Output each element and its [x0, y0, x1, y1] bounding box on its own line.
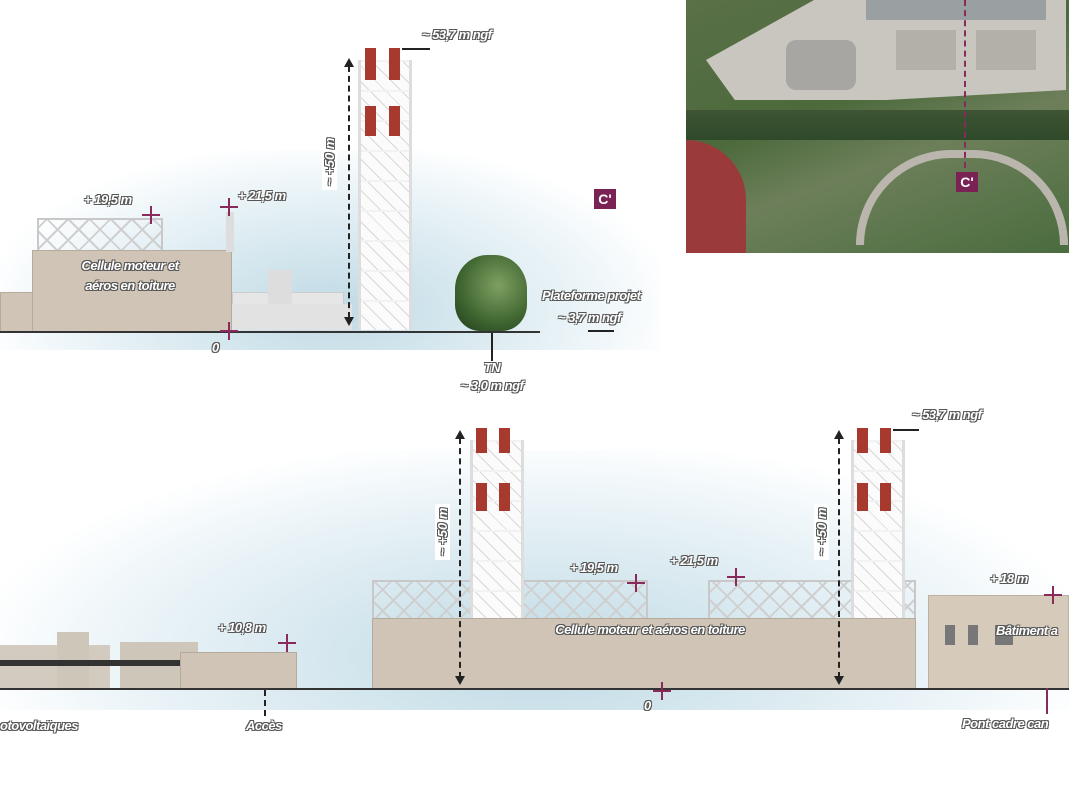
zero-label: 0 — [212, 340, 219, 355]
flue-red-band — [365, 48, 376, 80]
small-building-level-label: + 10,8 m — [218, 620, 266, 635]
roof-level-label: + 19,5 m — [570, 560, 618, 575]
stack-height-label-right: ~ +50 m — [814, 503, 829, 560]
ground-line — [0, 331, 540, 333]
platform-label: Plateforme projet — [542, 288, 641, 303]
equipment — [232, 304, 352, 330]
building-roofs — [866, 0, 1046, 20]
arrow-down-icon — [455, 676, 465, 685]
zero-marker — [220, 322, 238, 340]
pv-label: otovoltaïques — [0, 718, 79, 733]
building-label: Cellule moteur et aéros en toiture — [555, 622, 745, 637]
stack-height-label-left: ~ +50 m — [435, 503, 450, 560]
flue-red-band — [880, 483, 891, 511]
section-marker-badge: C' — [594, 189, 616, 209]
flue-red-band — [389, 48, 400, 80]
roof-level-label: + 19,5 m — [84, 192, 132, 207]
tree — [455, 255, 527, 331]
tank — [0, 645, 110, 688]
bridge-label: Pont cadre can — [962, 716, 1049, 731]
section-marker-badge: C' — [956, 172, 978, 192]
level-tick — [893, 429, 919, 431]
height-dimension-line — [459, 438, 461, 678]
window — [945, 625, 955, 645]
aerial-photo: C' — [686, 0, 1069, 253]
engine-block — [976, 30, 1036, 70]
stack-top-label: ~ 53,7 m ngf — [912, 407, 982, 422]
tank-area — [786, 40, 856, 90]
right-building-label: Bâtiment a — [996, 623, 1058, 638]
chimney-level-label: + 21,5 m — [238, 188, 286, 203]
annex-building — [0, 292, 36, 332]
chimney — [470, 440, 524, 620]
exhaust-pipe — [226, 212, 234, 252]
ground-line — [0, 688, 1069, 690]
small-building — [180, 652, 297, 690]
zero-marker — [653, 682, 671, 700]
tn-level-label: ~ 3,0 m ngf — [460, 378, 524, 393]
height-dimension-line — [838, 438, 840, 678]
flue-red-band — [857, 483, 868, 511]
chimney-level-label: + 21,5 m — [670, 553, 718, 568]
flue-red-band — [499, 428, 510, 453]
stack-top-label: ~ 53,7 m ngf — [422, 27, 492, 42]
level-marker — [627, 574, 645, 592]
flue-red-band — [389, 106, 400, 136]
right-building-level-label: + 18 m — [990, 571, 1028, 586]
platform-level-label: ~ 3,7 m ngf — [558, 310, 621, 325]
height-dimension-line — [348, 66, 350, 318]
arrow-up-icon — [455, 430, 465, 439]
zero-label: 0 — [644, 698, 651, 713]
engine-building — [32, 250, 232, 332]
bridge-leader-line — [1046, 688, 1048, 714]
building-label-line2: aéros en toiture — [85, 278, 175, 293]
roof-truss — [37, 218, 163, 252]
access-leader-line — [264, 690, 266, 716]
tn-leader-line — [491, 333, 493, 361]
access-label: Accès — [246, 718, 282, 733]
level-marker — [727, 568, 745, 586]
stack-height-label: ~ +50 m — [322, 133, 337, 190]
running-track — [686, 140, 746, 253]
road — [856, 150, 1068, 245]
level-tick — [588, 330, 614, 332]
arrow-up-icon — [344, 58, 354, 67]
building-label-line1: Cellule moteur et — [81, 258, 179, 273]
flue-red-band — [857, 428, 868, 453]
window — [995, 625, 1013, 645]
tn-label: TN — [483, 360, 501, 375]
flue-red-band — [499, 483, 510, 511]
level-tick — [402, 48, 430, 50]
arrow-up-icon — [834, 430, 844, 439]
chimney — [851, 440, 905, 620]
flue-red-band — [476, 428, 487, 453]
arrow-down-icon — [834, 676, 844, 685]
flue-red-band — [476, 483, 487, 511]
flue-red-band — [365, 106, 376, 136]
level-marker — [278, 634, 296, 652]
arrow-down-icon — [344, 317, 354, 326]
level-marker — [142, 206, 160, 224]
level-marker — [220, 198, 238, 216]
flue-red-band — [880, 428, 891, 453]
level-marker — [1044, 586, 1062, 604]
solar-canopy — [0, 660, 180, 666]
window — [968, 625, 978, 645]
engine-block — [896, 30, 956, 70]
chimney — [358, 60, 412, 330]
section-line — [964, 0, 966, 168]
tree-line — [686, 110, 1069, 140]
